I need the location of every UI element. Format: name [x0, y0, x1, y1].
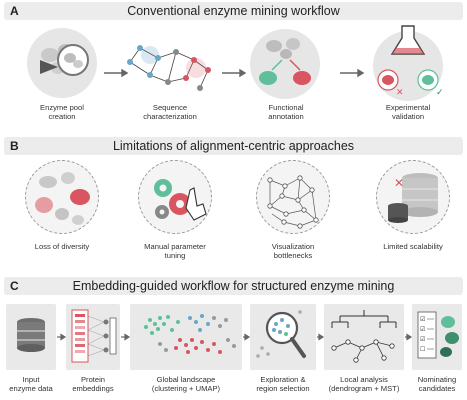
- validation-results: ✕ ✓: [377, 69, 444, 98]
- tangled-nodes: [267, 175, 319, 229]
- panel-b-letter: B: [10, 139, 19, 153]
- panel-a-arrows: [104, 68, 365, 78]
- svg-text:✕: ✕: [394, 176, 404, 190]
- svg-text:✓: ✓: [436, 88, 444, 98]
- panel-b-title: Limitations of alignment-centric approac…: [112, 139, 355, 153]
- magnifier-icon: [40, 44, 89, 76]
- scalability-label: Limited scalability: [383, 242, 443, 251]
- dendrogram-icon: [331, 310, 397, 328]
- panel-c-letter: C: [10, 279, 19, 293]
- global-landscape-label: Global landscape(clustering + UMAP): [151, 375, 221, 393]
- panel-a-title-band: [4, 2, 463, 20]
- checklist-icon: ☑ ☑ ☑ ☐: [417, 311, 437, 359]
- svg-text:☑: ☑: [420, 326, 425, 333]
- svg-text:☐: ☐: [420, 346, 425, 353]
- exploration-magnifier-icon: [256, 310, 306, 358]
- svg-text:☑: ☑: [420, 336, 425, 343]
- panel-a-letter: A: [10, 4, 19, 18]
- panel-c-title-band: [4, 277, 463, 295]
- panel-a-title: Conventional enzyme mining workflow: [127, 4, 340, 18]
- sequence-nodes: [127, 45, 211, 91]
- input-database-icon: [17, 318, 45, 352]
- candidate-blobs: [440, 316, 459, 357]
- global-landscape-box: [130, 304, 242, 370]
- svg-text:✕: ✕: [396, 88, 404, 98]
- panel-c-arrows: [57, 333, 413, 341]
- annotation-blobs: [259, 38, 311, 85]
- embedding-matrix-icon: [71, 309, 117, 363]
- loss-diversity-label: Loss of diversity: [34, 242, 90, 251]
- panel-b-title-band: [4, 137, 463, 155]
- database-icon: ✕: [388, 173, 438, 223]
- gear-icon: [154, 179, 191, 219]
- svg-text:☑: ☑: [420, 316, 425, 323]
- exploration-label: Exploration &region selection: [256, 375, 310, 393]
- flask-icon: [390, 25, 426, 55]
- local-analysis-label: Local analysis(dendrogram + MST): [328, 375, 400, 393]
- mst-nodes: [331, 339, 395, 363]
- umap-scatter: [144, 314, 236, 354]
- pointer-hand-icon: [185, 187, 207, 221]
- diversity-blobs: [35, 172, 90, 225]
- panel-c-title: Embedding-guided workflow for structured…: [72, 279, 395, 293]
